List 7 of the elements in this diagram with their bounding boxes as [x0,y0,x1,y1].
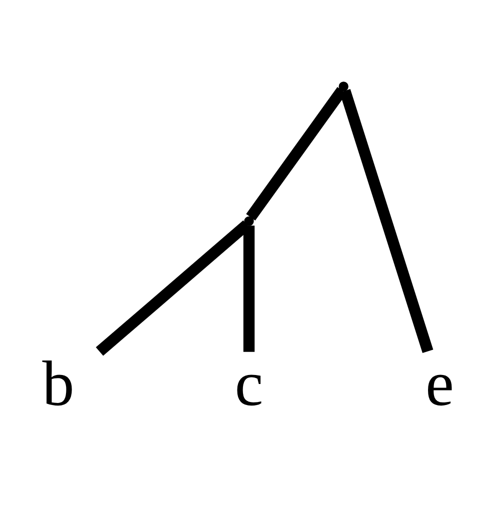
node-point [244,216,254,226]
node-text: e [426,348,454,419]
connector [243,226,255,352]
node-point [338,82,348,92]
node-text: c [234,348,264,419]
node-text: b [42,348,74,419]
connector [340,89,434,354]
